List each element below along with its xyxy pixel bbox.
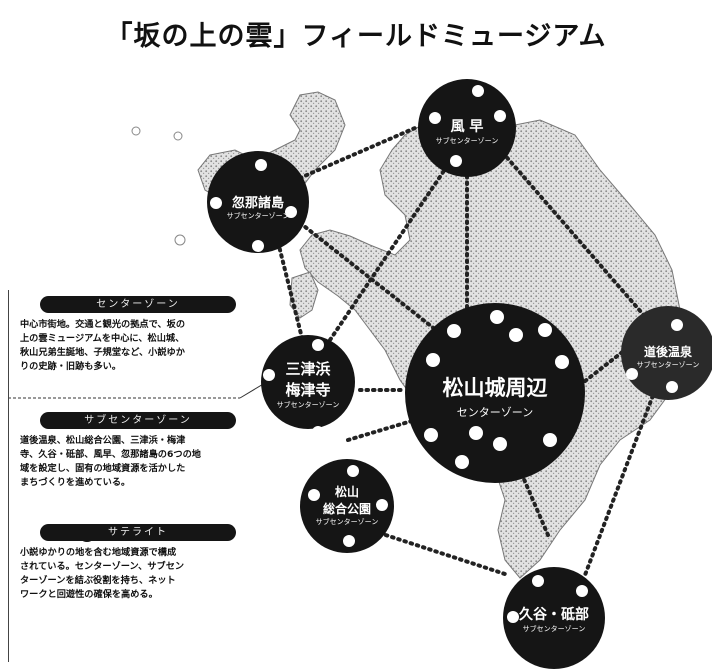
legend-line: 中心市街地。交通と観光の拠点で、坂の	[20, 319, 186, 330]
legend-bracket-line	[8, 290, 9, 662]
legend-line: ターゾーンを結ぶ役割を持ち、ネット	[20, 575, 176, 586]
mitsuhama-zone-name-2: 梅津寺	[285, 381, 331, 399]
dogo-onsen-zone-label: 道後温泉 サブセンターゾーン	[628, 343, 708, 370]
satellite-legend-text: 小説ゆかりの地を含む地域資源で構成 されている。センターゾーン、サブセン ターゾ…	[20, 546, 236, 602]
page-title: 「坂の上の雲」フィールドミュージアム	[105, 21, 607, 52]
kutani-tobe-zone-name: 久谷・砥部	[519, 607, 589, 623]
kazahaya-zone-circle	[418, 79, 516, 177]
dogo-onsen-zone-sub: サブセンターゾーン	[636, 361, 700, 369]
kazahaya-zone-name: 風 早	[450, 119, 484, 135]
kutsuna-zone-label: 忽那諸島 サブセンターゾーン	[214, 192, 302, 221]
islet	[173, 131, 183, 141]
legend-line: されている。センターゾーン、サブセン	[20, 561, 185, 572]
satellite-dots	[210, 85, 683, 623]
legend-line: 上の雲ミュージアムを中心に、松山城、	[20, 333, 185, 344]
satellite-legend-header: サテライト	[40, 524, 236, 541]
peninsula-shape	[289, 271, 319, 319]
legend-line: 秋山兄弟生誕地、子規堂など、小説ゆか	[20, 347, 185, 358]
sogo-park-zone-name-2: 総合公園	[322, 502, 371, 516]
legend-line: ワークと回遊性の確保を高める。	[20, 589, 158, 600]
matsuyama-castle-zone-label: 松山城周辺 センターゾーン	[420, 372, 570, 420]
dogo-onsen-zone-name: 道後温泉	[643, 345, 692, 359]
center-zone-legend-header: センターゾーン	[40, 296, 236, 313]
legend-line: りの史跡・旧跡も多い。	[20, 361, 122, 372]
mitsuhama-zone-circle	[261, 335, 355, 429]
legend-line: 寺、久谷・砥部、風早、忽那諸島の6つの地	[20, 449, 201, 460]
kutsuna-zone-name: 忽那諸島	[231, 196, 284, 211]
islet	[174, 234, 186, 246]
legend-line: 道後温泉、松山総合公園、三津浜・梅津	[20, 435, 186, 446]
kutsuna-zone-sub: サブセンターゾーン	[226, 212, 290, 220]
kutsuna-zone-circle	[207, 151, 309, 253]
dogo-onsen-zone-circle	[621, 306, 712, 400]
sogo-park-zone-sub: サブセンターゾーン	[315, 518, 379, 526]
matsuyama-castle-zone-circle	[405, 303, 585, 483]
legend-line: 域を設定し、固有の地域資源を活かした	[20, 463, 186, 474]
mitsuhama-zone-sub: サブセンターゾーン	[276, 401, 340, 409]
mitsuhama-zone-name-1: 三津浜	[285, 360, 331, 378]
matsuyama-castle-zone-sub: センターゾーン	[456, 406, 534, 419]
mitsuhama-zone-label: 三津浜 梅津寺 サブセンターゾーン	[266, 358, 350, 410]
sogo-park-zone-label: 松山 総合公園 サブセンターゾーン	[307, 483, 387, 527]
sogo-park-zone-circle	[300, 459, 394, 553]
kutani-tobe-zone-label: 久谷・砥部 サブセンターゾーン	[510, 604, 598, 634]
network-connectors	[273, 126, 657, 577]
kazahaya-zone-sub: サブセンターゾーン	[435, 137, 499, 145]
islet	[131, 126, 141, 136]
kazahaya-zone-label: 風 早 サブセンターゾーン	[427, 116, 507, 146]
legend-line: まちづくりを進めている。	[20, 477, 131, 488]
subcenter-zone-legend-text: 道後温泉、松山総合公園、三津浜・梅津 寺、久谷・砥部、風早、忽那諸島の6つの地 …	[20, 434, 236, 490]
center-zone-legend-text: 中心市街地。交通と観光の拠点で、坂の 上の雲ミュージアムを中心に、松山城、 秋山…	[20, 318, 236, 374]
legend-line: 小説ゆかりの地を含む地域資源で構成	[20, 547, 177, 558]
sogo-park-zone-name-1: 松山	[334, 485, 359, 499]
matsuyama-castle-zone-name: 松山城周辺	[442, 376, 548, 400]
kutani-tobe-zone-sub: サブセンターゾーン	[522, 625, 586, 633]
subcenter-zone-legend-header: サブセンターゾーン	[40, 412, 236, 429]
